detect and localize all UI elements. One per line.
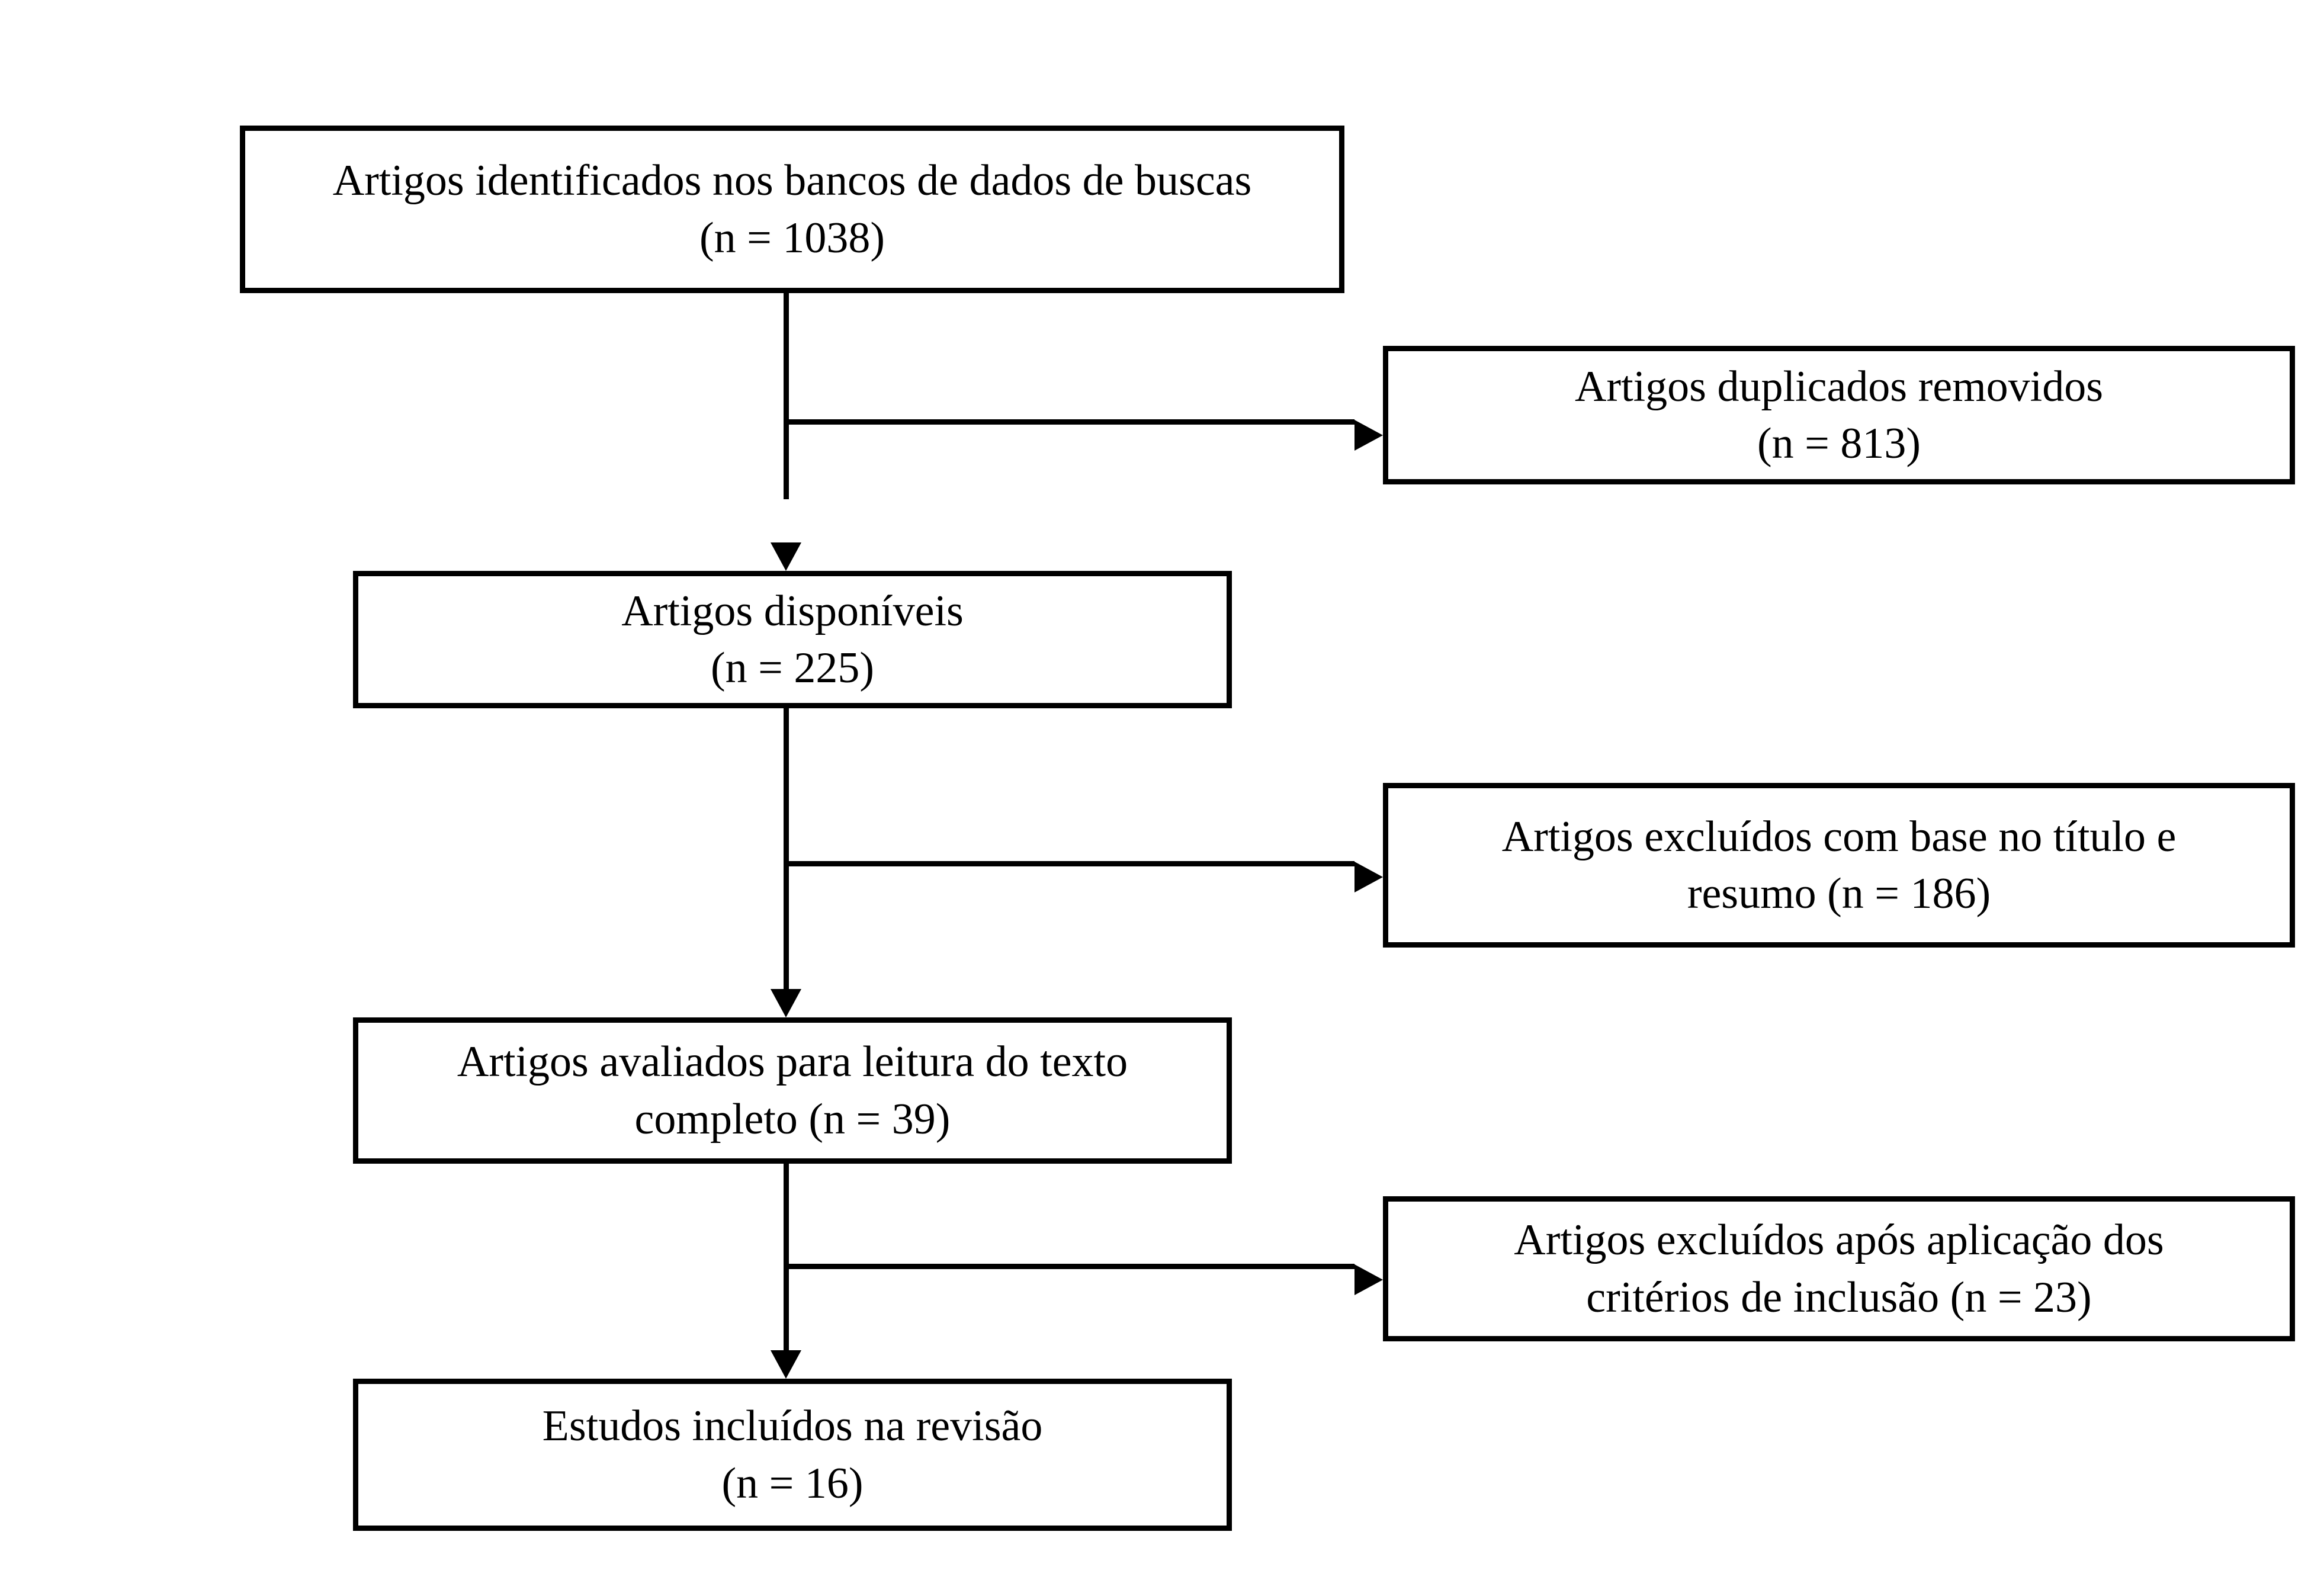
node-studies-included-label: Estudos incluídos na revisão (n = 16) (542, 1402, 1043, 1508)
connector-identified-to-available (784, 293, 789, 499)
arrow-down-icon (771, 1350, 801, 1379)
node-articles-identified-label: Artigos identificados nos bancos de dado… (332, 156, 1252, 262)
arrow-down-icon (771, 542, 801, 571)
node-fulltext-assessed-label: Artigos avaliados para leitura do texto … (457, 1038, 1128, 1144)
arrow-right-icon (1354, 862, 1383, 892)
node-fulltext-assessed: Artigos avaliados para leitura do texto … (353, 1017, 1232, 1164)
node-duplicates-removed-label: Artigos duplicados removidos (n = 813) (1574, 362, 2103, 468)
arrow-right-icon (1354, 1264, 1383, 1295)
node-excluded-title-abstract-label: Artigos excluídos com base no título e r… (1501, 812, 2177, 918)
connector-fulltext-to-excluded-criteria (784, 1264, 1383, 1295)
node-articles-available: Artigos disponíveis (n = 225) (353, 571, 1232, 708)
connector-available-to-fulltext (784, 708, 789, 991)
arrow-right-icon (1354, 420, 1383, 451)
connector-identified-to-duplicates (784, 419, 1383, 451)
node-studies-included: Estudos incluídos na revisão (n = 16) (353, 1379, 1232, 1531)
node-excluded-criteria-label: Artigos excluídos após aplicação dos cri… (1514, 1216, 2164, 1322)
node-articles-identified: Artigos identificados nos bancos de dado… (240, 126, 1344, 293)
node-articles-available-label: Artigos disponíveis (n = 225) (621, 586, 964, 692)
node-excluded-title-abstract: Artigos excluídos com base no título e r… (1383, 783, 2295, 948)
connector-fulltext-to-included (784, 1164, 789, 1352)
connector-available-to-excluded-title-abstract (784, 861, 1383, 892)
arrow-down-icon (771, 989, 801, 1017)
node-duplicates-removed: Artigos duplicados removidos (n = 813) (1383, 346, 2295, 484)
node-excluded-criteria: Artigos excluídos após aplicação dos cri… (1383, 1196, 2295, 1341)
